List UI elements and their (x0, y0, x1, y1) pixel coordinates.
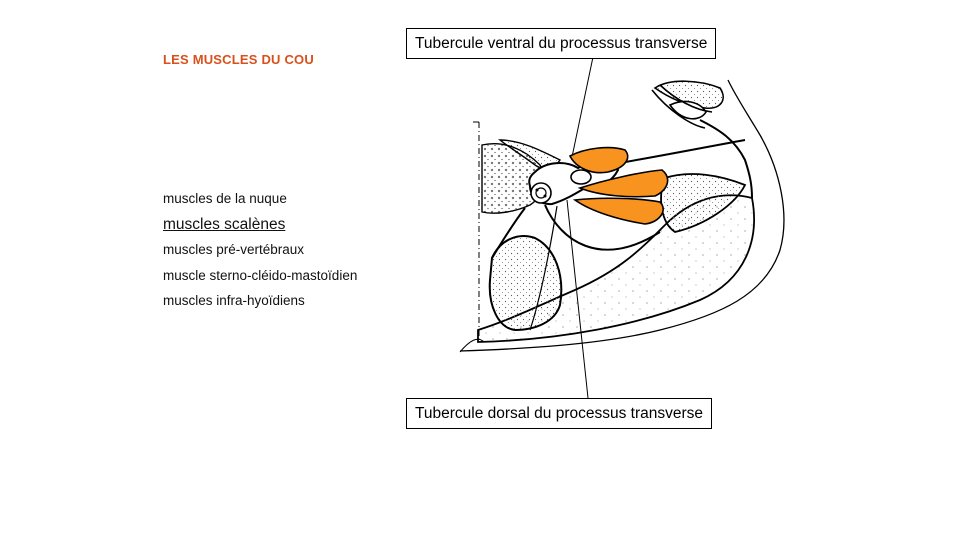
menu-item-nuque[interactable]: muscles de la nuque (163, 191, 287, 206)
scalene-anterior (568, 146, 629, 174)
fascia-line-upper (699, 119, 753, 199)
prevertebral-lower-block (488, 235, 563, 332)
leader-line-ventral (571, 56, 594, 158)
vertebral-foramen (570, 169, 592, 185)
skin-contour (459, 79, 785, 352)
spinal-cord (530, 182, 552, 204)
menu-item-scalenes[interactable]: muscles scalènes (163, 215, 286, 233)
menu-item-sterno-cleido-mastoidien[interactable]: muscle sterno-cléido-mastoïdien (163, 267, 358, 283)
muscle-group-menu: muscles de la nuque muscles scalènes mus… (163, 186, 357, 314)
menu-item-infra-hyoidiens[interactable]: muscles infra-hyoïdiens (163, 293, 305, 308)
scalene-posterior (572, 197, 664, 225)
menu-item-pre-vertebraux[interactable]: muscles pré-vertébraux (163, 242, 305, 257)
scalene-middle (577, 169, 669, 198)
callout-dorsal-tubercle: Tubercule dorsal du processus transverse (406, 398, 713, 429)
page-title: LES MUSCLES DU COU (163, 52, 314, 67)
callout-ventral-tubercle: Tubercule ventral du processus transvers… (406, 28, 717, 59)
